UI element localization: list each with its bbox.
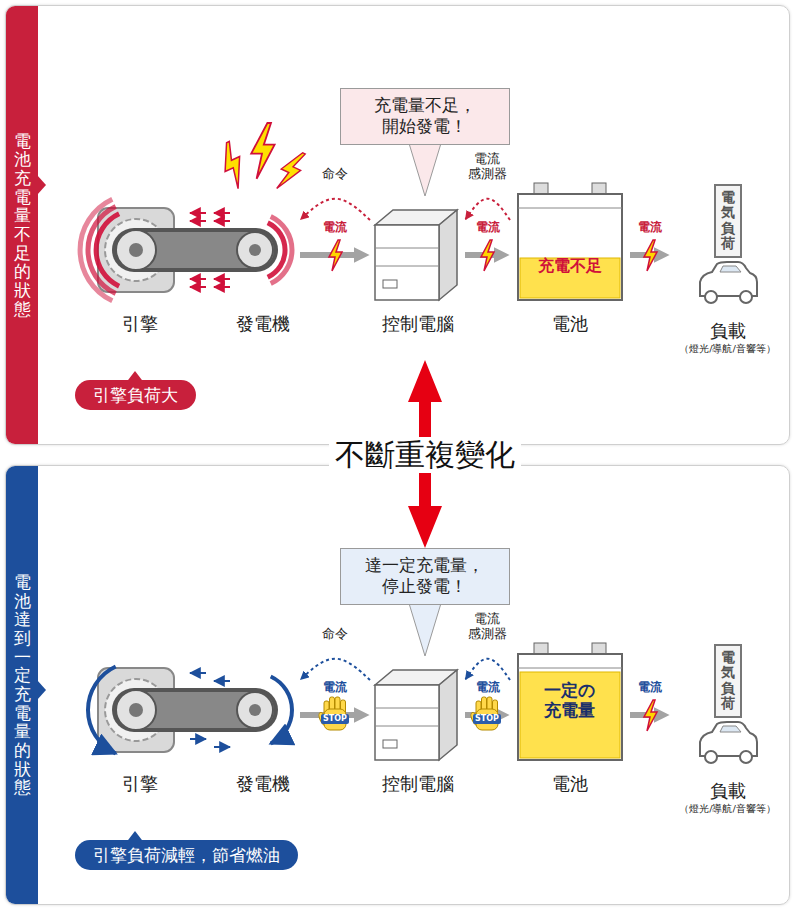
component-node: 控制電腦	[370, 665, 465, 795]
edge-label: 電流	[638, 220, 662, 234]
band-pointer	[37, 680, 46, 700]
state-panel: 電池充電量不足的狀態充電量不足， 開始發電！引擎發電機控制電腦充電不足電池電気負…	[5, 5, 790, 445]
part-label: 引擎	[122, 313, 158, 335]
edge-label: 電流	[323, 220, 347, 234]
part-label: 負載	[710, 780, 746, 802]
pill-text: 引擎負荷減輕，節省燃油	[93, 845, 280, 865]
drive-belt	[185, 232, 225, 268]
current-bolt	[329, 240, 657, 731]
bubble-text: 充電量不足， 開始發電！	[371, 95, 480, 138]
cycle-label: 不斷重複變化	[329, 437, 521, 473]
component-node: 發電機	[225, 665, 300, 795]
stop-sign: STOP	[321, 714, 349, 724]
signal-arrow	[465, 659, 510, 680]
edge-label: 電流	[323, 680, 347, 694]
part-label: 電池	[552, 313, 588, 335]
battery-node: 充電不足電池	[510, 180, 630, 335]
part-label: 控制電腦	[382, 773, 454, 795]
edge-label: 電流 感測器	[466, 611, 509, 642]
motion-arcs	[80, 199, 292, 300]
rotation-arcs	[88, 667, 292, 754]
battery-state: 一定の 充電量	[534, 680, 605, 721]
stop-sign: STOP	[473, 714, 501, 724]
component-node: 引擎	[95, 665, 185, 795]
load-node: 電気負荷負載（燈光/導航/音響等）	[670, 640, 785, 815]
load-box-text: 電気負荷	[714, 184, 742, 258]
part-label: 負載	[710, 320, 746, 342]
load-note: （燈光/導航/音響等）	[679, 342, 776, 355]
band-pointer	[37, 175, 46, 195]
edge-label: 電流	[476, 220, 500, 234]
part-label: 發電機	[236, 313, 290, 335]
stop-hand	[317, 697, 498, 730]
speech-bubble: 達一定充電量， 停止發電！	[340, 548, 510, 605]
component-node: 控制電腦	[370, 205, 465, 335]
edge-label: 電流 感測器	[466, 151, 509, 182]
note-pill: 引擎負荷減輕，節省燃油	[75, 840, 298, 870]
charge-level	[520, 672, 620, 758]
bottom-illustration	[98, 643, 757, 763]
load-node: 電気負荷負載（燈光/導航/音響等）	[670, 180, 785, 355]
load-note: （燈光/導航/音響等）	[679, 802, 776, 815]
edge-label: 電流	[476, 680, 500, 694]
part-label: 發電機	[236, 773, 290, 795]
spark-bolts	[214, 123, 307, 194]
part-label: 控制電腦	[382, 313, 454, 335]
battery-node: 一定の 充電量電池	[510, 640, 630, 795]
state-band: 電池達到一定充電量的狀態	[6, 466, 38, 904]
signal-arrow	[465, 199, 510, 220]
state-panel: 電池達到一定充電量的狀態 達一定充電量， 停止發電！ 引擎 發電機 控制電腦 一定の 充電…	[5, 465, 790, 905]
part-label: 電池	[552, 773, 588, 795]
signal-arrow	[300, 199, 370, 220]
bubble-text: 達一定充電量， 停止發電！	[362, 555, 488, 598]
drive-belt	[185, 692, 225, 728]
edge-label: 命令	[322, 626, 348, 642]
part-label: 引擎	[122, 773, 158, 795]
edge-label: 命令	[322, 166, 348, 182]
band-heading: 電池達到一定充電量的狀態	[14, 573, 31, 797]
battery-state: 充電不足	[510, 256, 630, 277]
note-pill: 引擎負荷大	[75, 380, 196, 410]
bubble-pointer	[408, 600, 442, 656]
component-node: 引擎	[95, 205, 185, 335]
edge-label: 電流	[638, 680, 662, 694]
load-box-text: 電気負荷	[714, 644, 742, 718]
top-illustration	[98, 183, 757, 303]
signal-arrow	[300, 659, 370, 680]
band-heading: 電池充電量不足的狀態	[14, 132, 31, 319]
pill-text: 引擎負荷大	[93, 385, 178, 405]
state-band: 電池充電量不足的狀態	[6, 6, 38, 444]
component-node: 發電機	[225, 205, 300, 335]
bubble-pointer	[408, 140, 442, 196]
speech-bubble: 充電量不足， 開始發電！	[340, 88, 510, 145]
